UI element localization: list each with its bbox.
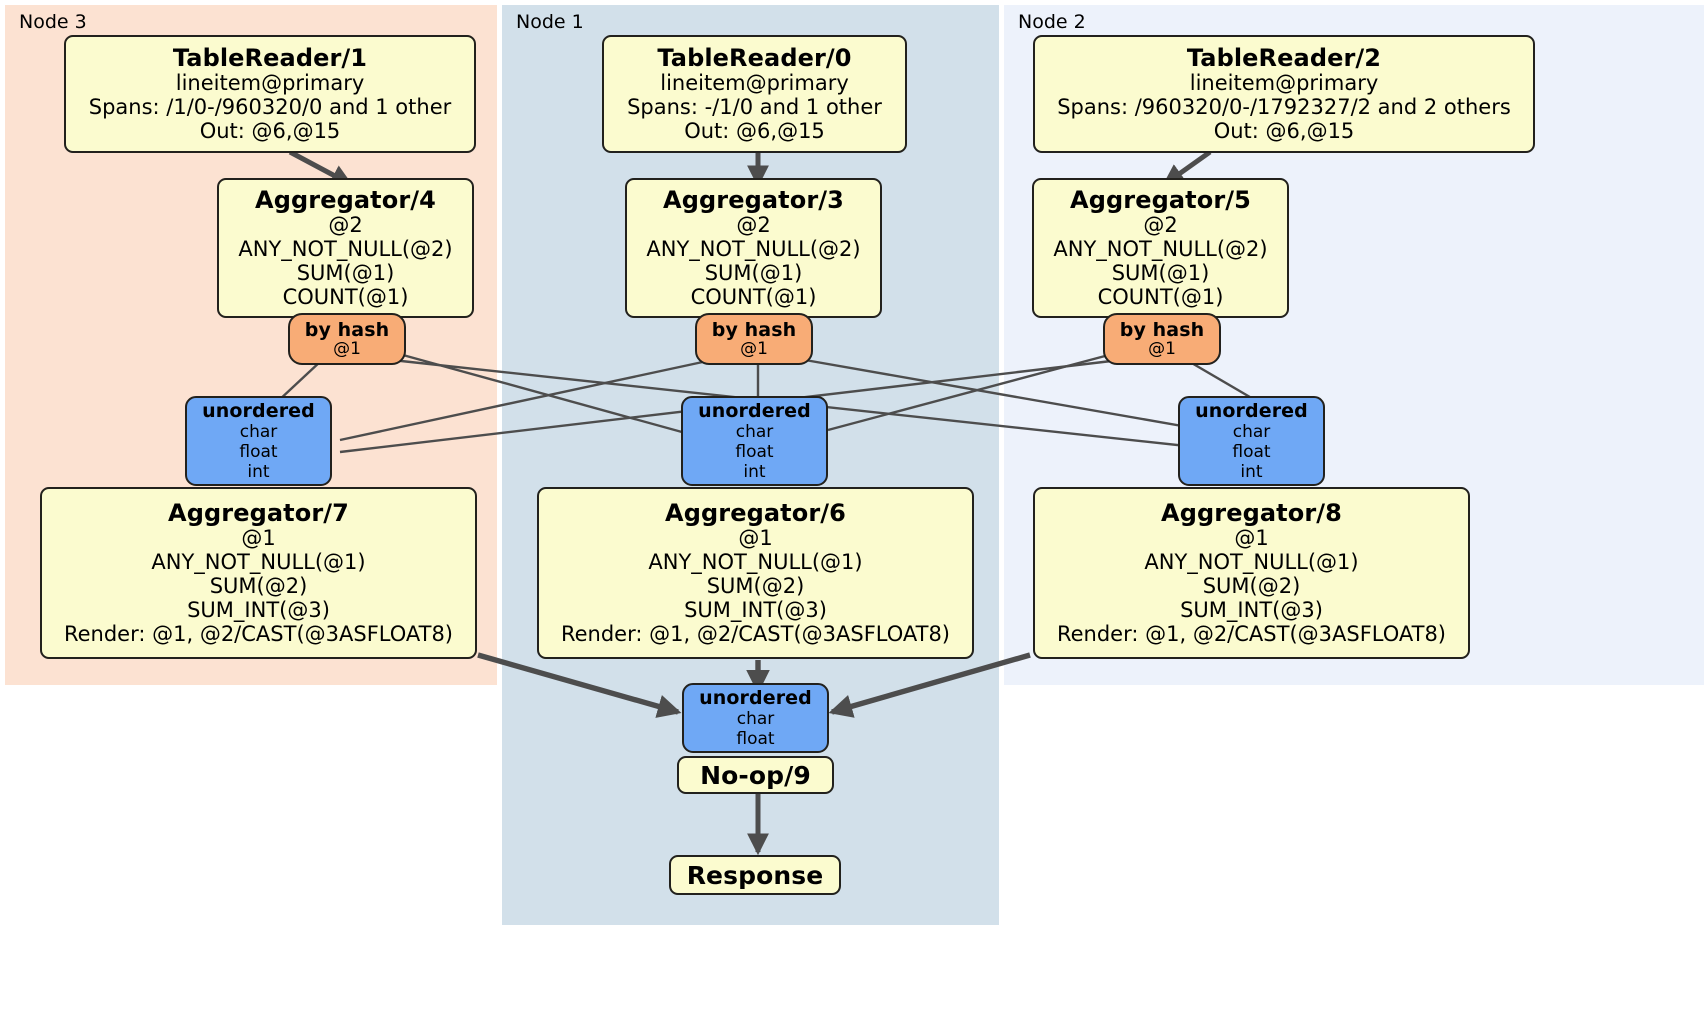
node-line: SUM_INT(@3) [684,598,827,622]
node-title: TableReader/2 [1186,44,1382,72]
router-line: @1 [333,338,361,359]
node-line: ANY_NOT_NULL(@2) [646,237,861,261]
node-title: TableReader/1 [172,44,368,72]
node-tablereader1[interactable]: TableReader/1 lineitem@primary Spans: /1… [64,35,476,153]
node-aggregator5[interactable]: Aggregator/5 @2 ANY_NOT_NULL(@2) SUM(@1)… [1032,178,1289,318]
node-title: TableReader/0 [657,44,852,72]
node-line: ANY_NOT_NULL(@2) [238,237,453,261]
cluster-node2-label: Node 2 [1018,11,1086,33]
cluster-node1-label: Node 1 [516,11,584,33]
node-line: SUM(@2) [209,574,308,598]
node-aggregator3[interactable]: Aggregator/3 @2 ANY_NOT_NULL(@2) SUM(@1)… [625,178,882,318]
node-line: SUM_INT(@3) [187,598,330,622]
node-line: Spans: -/1/0 and 1 other [627,95,882,119]
router-title: by hash [1119,318,1205,341]
sync-line: char [239,421,278,442]
node-aggregator4[interactable]: Aggregator/4 @2 ANY_NOT_NULL(@2) SUM(@1)… [217,178,474,318]
node-line: SUM(@1) [296,261,395,285]
router-line: @1 [740,338,768,359]
router-by-hash-center[interactable]: by hash @1 [695,313,813,365]
node-line: SUM(@1) [1111,261,1210,285]
sync-line: char [736,708,775,729]
node-line: Out: @6,@15 [199,119,341,143]
sync-unordered-left[interactable]: unordered char float int [185,396,332,486]
node-line: @2 [736,213,771,237]
node-line: Spans: /960320/0-/1792327/2 and 2 others [1057,95,1511,119]
sync-title: unordered [698,399,811,422]
node-line: ANY_NOT_NULL(@1) [1144,550,1359,574]
sync-line: float [736,728,775,749]
node-tablereader0[interactable]: TableReader/0 lineitem@primary Spans: -/… [602,35,907,153]
node-line: ANY_NOT_NULL(@1) [151,550,366,574]
sync-unordered-final[interactable]: unordered char float [682,683,829,753]
node-aggregator6[interactable]: Aggregator/6 @1 ANY_NOT_NULL(@1) SUM(@2)… [537,487,974,659]
node-title: Aggregator/5 [1070,186,1251,214]
cluster-node3-label: Node 3 [19,11,87,33]
node-line: Render: @1, @2/CAST(@3ASFLOAT8) [1056,622,1447,646]
node-line: @1 [241,526,276,550]
node-aggregator7[interactable]: Aggregator/7 @1 ANY_NOT_NULL(@1) SUM(@2)… [40,487,477,659]
node-line: lineitem@primary [660,71,849,95]
node-response[interactable]: Response [669,855,841,895]
node-line: @2 [328,213,363,237]
sync-line: char [1232,421,1271,442]
sync-line: float [735,441,774,462]
node-line: ANY_NOT_NULL(@2) [1053,237,1268,261]
node-title: Aggregator/6 [665,499,846,527]
node-title: Response [686,860,824,890]
node-tablereader2[interactable]: TableReader/2 lineitem@primary Spans: /9… [1033,35,1535,153]
sync-line: int [743,461,766,482]
node-line: @1 [738,526,773,550]
node-line: SUM(@2) [706,574,805,598]
sync-line: int [1240,461,1263,482]
sync-unordered-right[interactable]: unordered char float int [1178,396,1325,486]
node-title: Aggregator/3 [663,186,844,214]
sync-title: unordered [1195,399,1308,422]
node-line: Render: @1, @2/CAST(@3ASFLOAT8) [560,622,951,646]
sync-title: unordered [699,686,812,709]
sync-line: char [735,421,774,442]
node-line: lineitem@primary [1189,71,1379,95]
router-title: by hash [711,318,797,341]
node-title: No-op/9 [700,760,811,790]
sync-line: float [239,441,278,462]
router-title: by hash [304,318,390,341]
node-line: SUM(@2) [1202,574,1301,598]
node-title: Aggregator/7 [168,499,349,527]
node-line: ANY_NOT_NULL(@1) [648,550,863,574]
node-line: Spans: /1/0-/960320/0 and 1 other [88,95,452,119]
node-line: @1 [1234,526,1269,550]
router-by-hash-right[interactable]: by hash @1 [1103,313,1221,365]
node-line: SUM_INT(@3) [1180,598,1323,622]
node-line: Out: @6,@15 [684,119,825,143]
node-title: Aggregator/8 [1161,499,1342,527]
sync-title: unordered [202,399,315,422]
node-line: COUNT(@1) [282,285,409,309]
router-by-hash-left[interactable]: by hash @1 [288,313,406,365]
node-line: @2 [1143,213,1178,237]
node-aggregator8[interactable]: Aggregator/8 @1 ANY_NOT_NULL(@1) SUM(@2)… [1033,487,1470,659]
node-line: lineitem@primary [175,71,365,95]
sync-line: float [1232,441,1271,462]
node-line: COUNT(@1) [1097,285,1224,309]
node-title: Aggregator/4 [255,186,436,214]
sync-unordered-center[interactable]: unordered char float int [681,396,828,486]
node-line: Render: @1, @2/CAST(@3ASFLOAT8) [63,622,454,646]
sync-line: int [247,461,270,482]
node-line: Out: @6,@15 [1213,119,1355,143]
router-line: @1 [1148,338,1176,359]
node-noop9[interactable]: No-op/9 [677,756,834,794]
node-line: COUNT(@1) [690,285,817,309]
node-line: SUM(@1) [704,261,803,285]
